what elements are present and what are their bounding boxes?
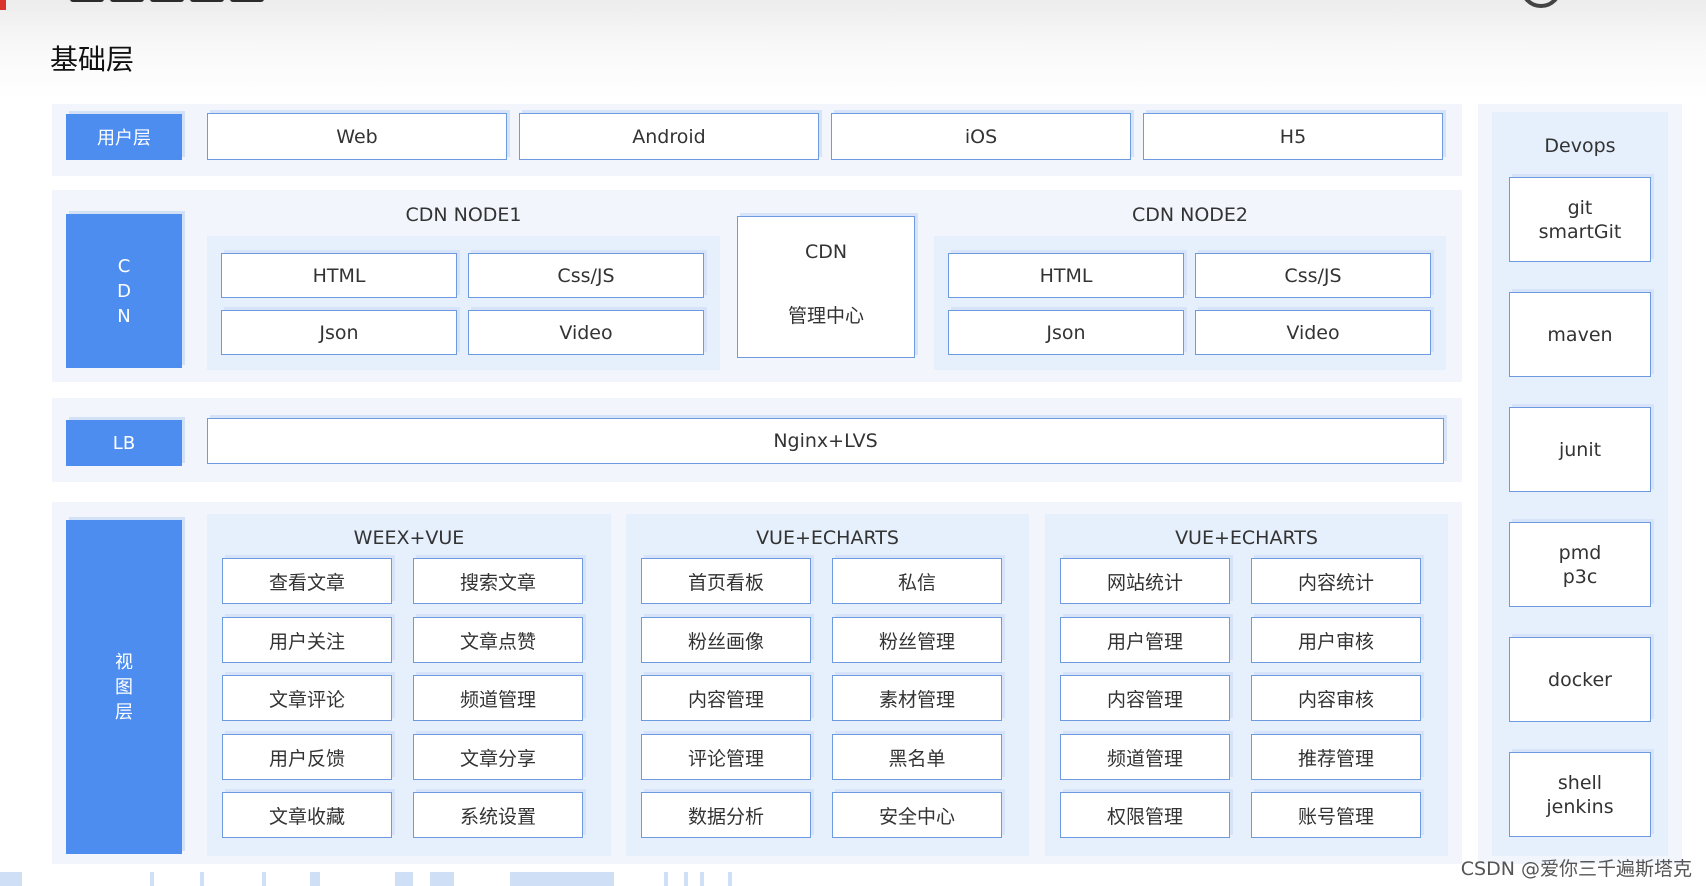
view-group-echarts-2-title: VUE+ECHARTS: [1175, 527, 1318, 549]
view-item: 文章收藏: [222, 792, 392, 838]
cdn-node2-json: Json: [948, 310, 1184, 355]
view-item: 权限管理: [1060, 792, 1230, 838]
csdn-watermark: CSDN @爱你三千遍斯塔克: [1460, 858, 1692, 880]
cdn-node1-cssjs: Css/JS: [468, 253, 704, 298]
red-accent-mark: [0, 0, 6, 10]
user-platform-ios: iOS: [831, 113, 1131, 160]
view-item: 内容统计: [1251, 558, 1421, 604]
view-item: 用户反馈: [222, 734, 392, 780]
view-item: 搜索文章: [413, 558, 583, 604]
devops-item-shell: shell jenkins: [1509, 752, 1651, 837]
cdn-node2-video: Video: [1195, 310, 1431, 355]
view-item: 文章点赞: [413, 617, 583, 663]
user-platform-web: Web: [207, 113, 507, 160]
view-item: 文章分享: [413, 734, 583, 780]
cdn-node1-title: CDN NODE1: [405, 204, 522, 226]
view-item: 文章评论: [222, 675, 392, 721]
view-item: 安全中心: [832, 792, 1002, 838]
cdn-management-center: CDN 管理中心: [737, 216, 915, 358]
user-platform-android: Android: [519, 113, 819, 160]
view-item: 频道管理: [413, 675, 583, 721]
view-item: 素材管理: [832, 675, 1002, 721]
view-item: 数据分析: [641, 792, 811, 838]
header-background: [0, 0, 1706, 100]
lb-layer-label: LB: [66, 420, 182, 466]
view-item: 用户关注: [222, 617, 392, 663]
devops-item-maven: maven: [1509, 292, 1651, 377]
devops-item-pmd: pmd p3c: [1509, 522, 1651, 607]
cdn-node1-json: Json: [221, 310, 457, 355]
cdn-node2-cssjs: Css/JS: [1195, 253, 1431, 298]
view-item: 私信: [832, 558, 1002, 604]
view-item: 粉丝画像: [641, 617, 811, 663]
cdn-node1-video: Video: [468, 310, 704, 355]
view-item: 首页看板: [641, 558, 811, 604]
view-item: 内容管理: [641, 675, 811, 721]
view-item: 查看文章: [222, 558, 392, 604]
view-item: 推荐管理: [1251, 734, 1421, 780]
view-item: 网站统计: [1060, 558, 1230, 604]
cdn-center-subtitle: 管理中心: [787, 305, 864, 327]
page-title: 基础层: [50, 43, 135, 76]
cdn-center-title: CDN: [804, 241, 848, 263]
view-item: 频道管理: [1060, 734, 1230, 780]
devops-title: Devops: [1544, 135, 1616, 157]
user-layer-label: 用户层: [66, 114, 182, 160]
devops-item-junit: junit: [1509, 407, 1651, 492]
cdn-node2-html: HTML: [948, 253, 1184, 298]
view-item: 黑名单: [832, 734, 1002, 780]
cdn-node2-title: CDN NODE2: [1131, 204, 1249, 226]
view-item: 账号管理: [1251, 792, 1421, 838]
view-item: 系统设置: [413, 792, 583, 838]
cropped-slide-title: [70, 0, 330, 6]
cdn-node1-html: HTML: [221, 253, 457, 298]
user-platform-h5: H5: [1143, 113, 1443, 160]
view-item: 用户审核: [1251, 617, 1421, 663]
devops-item-git: git smartGit: [1509, 177, 1651, 262]
devops-item-docker: docker: [1509, 637, 1651, 722]
view-layer-label: 视 图 层: [66, 520, 182, 854]
view-item: 内容审核: [1251, 675, 1421, 721]
cdn-layer-label: C D N: [66, 214, 182, 368]
cropped-bottom-strip: [0, 870, 1706, 886]
view-item: 粉丝管理: [832, 617, 1002, 663]
view-item: 内容管理: [1060, 675, 1230, 721]
view-item: 用户管理: [1060, 617, 1230, 663]
view-item: 评论管理: [641, 734, 811, 780]
view-group-weex-vue-title: WEEX+VUE: [353, 527, 465, 549]
view-group-echarts-1-title: VUE+ECHARTS: [756, 527, 899, 549]
load-balancer-nginx-lvs: Nginx+LVS: [207, 418, 1444, 464]
